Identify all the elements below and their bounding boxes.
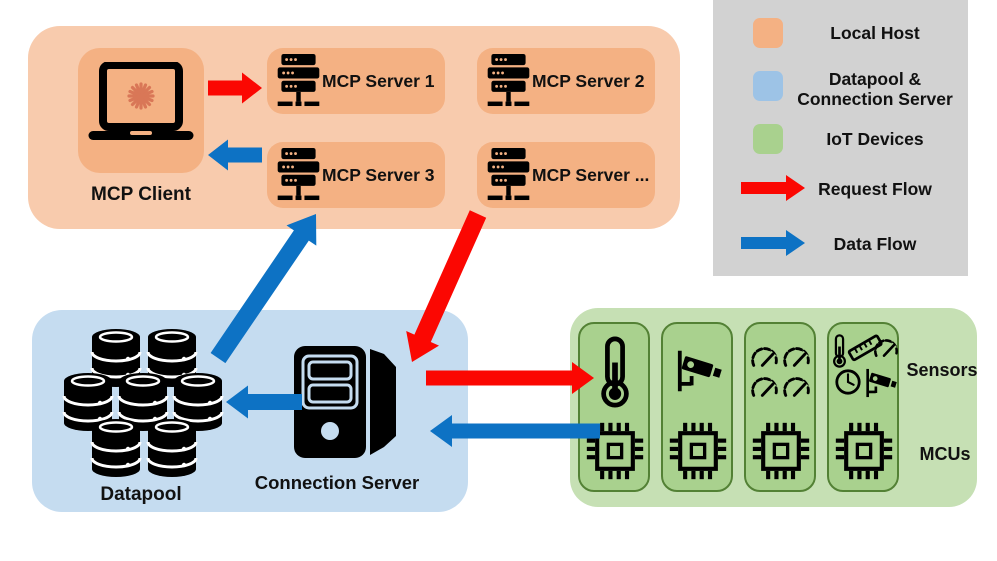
gauge-icon (782, 346, 811, 369)
mcp-server-n-label: MCP Server ... (532, 164, 650, 185)
legend-label-iot: IoT Devices (826, 129, 924, 149)
gauge-icon (750, 376, 779, 399)
data-flow-arrow-icon (741, 230, 805, 256)
mcp-server-3-label: MCP Server 3 (322, 164, 435, 185)
thermometer-icon (831, 334, 848, 368)
mcp-server-2-label: MCP Server 2 (532, 70, 645, 91)
database-cluster-icon (62, 328, 224, 478)
cctv-camera-icon (672, 346, 726, 396)
cctv-camera-icon (862, 366, 900, 400)
legend-label-data-flow: Data Flow (833, 234, 917, 254)
local-host-group-box: MCP Client MCP Server 1 MCP Server 2 MCP… (28, 26, 680, 229)
iot-device-column-1 (578, 322, 650, 492)
server-rack-icon (276, 54, 321, 109)
mcp-client-box: MCP Client (78, 48, 204, 205)
mcu-chip-icon (835, 422, 893, 480)
iot-device-column-2 (661, 322, 733, 492)
connection-server-label: Connection Server (254, 472, 420, 493)
iot-device-column-4 (827, 322, 899, 492)
server-tower-icon (294, 346, 396, 458)
sensors-label: Sensors (906, 360, 978, 380)
mcp-client-label: MCP Client (91, 184, 191, 205)
thermometer-icon (597, 336, 633, 408)
mcp-server-2-box: MCP Server 2 (477, 48, 655, 114)
mcp-server-3-box: MCP Server 3 (267, 142, 445, 208)
legend-label-datapool: Datapool & Connection Server (797, 69, 953, 109)
clock-icon (834, 368, 862, 396)
iot-device-column-3 (744, 322, 816, 492)
legend-swatch-iot (753, 124, 783, 154)
client-logo-asterisk-icon (127, 82, 155, 110)
gauge-icon (750, 346, 779, 369)
mcp-server-1-label: MCP Server 1 (322, 70, 435, 91)
mcp-server-n-box: MCP Server ... (477, 142, 655, 208)
laptop-icon (88, 62, 194, 140)
request-flow-arrow-icon (741, 175, 805, 201)
server-rack-icon (486, 54, 531, 109)
gauge-icon (873, 338, 899, 359)
gauge-icon (782, 376, 811, 399)
legend-swatch-local-host (753, 18, 783, 48)
mcu-chip-icon (586, 422, 644, 480)
mcus-label: MCUs (919, 444, 971, 464)
server-rack-icon (276, 148, 321, 203)
mcp-server-1-box: MCP Server 1 (267, 48, 445, 114)
datapool-label: Datapool (100, 484, 182, 505)
iot-devices-group-box: Sensors MCUs (570, 308, 978, 507)
server-rack-icon (486, 148, 531, 203)
mcu-chip-icon (752, 422, 810, 480)
datapool-group-box: Datapool Connection Server (32, 310, 468, 512)
mcu-chip-icon (669, 422, 727, 480)
legend-swatch-datapool (753, 71, 783, 101)
legend-label-local-host: Local Host (830, 23, 920, 43)
legend-panel: Local Host Datapool & Connection Server … (713, 0, 968, 276)
legend-label-request-flow: Request Flow (818, 179, 932, 199)
